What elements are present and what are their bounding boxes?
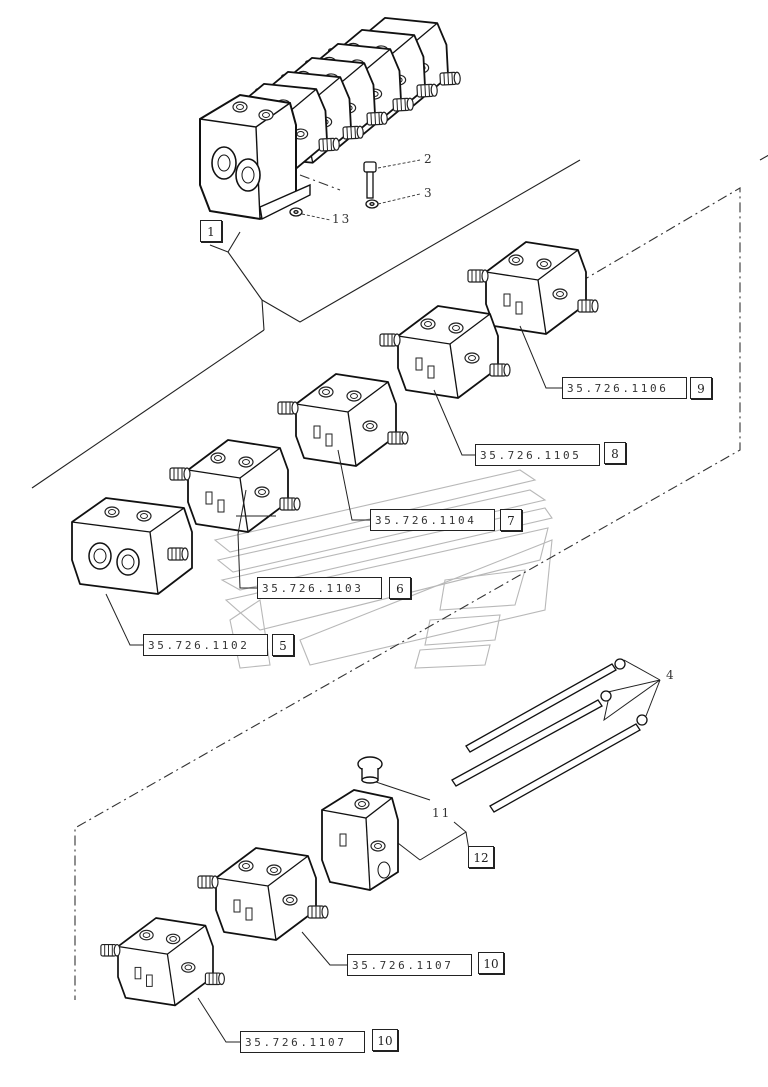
reference-code-9[interactable]: 35.726.1106 (562, 377, 687, 399)
valve-section-8 (380, 306, 510, 398)
reference-index-10-lower: 10 (372, 1029, 398, 1051)
callout-13: 13 (332, 212, 352, 226)
callout-11: 11 (432, 806, 452, 820)
reference-code-7[interactable]: 35.726.1104 (370, 509, 495, 531)
reference-code-10-lower[interactable]: 35.726.1107 (240, 1031, 365, 1053)
reference-code-6[interactable]: 35.726.1103 (257, 577, 382, 599)
dash-lines (74, 174, 741, 1000)
reference-leaders (105, 325, 661, 1043)
reference-index-6: 6 (389, 577, 411, 599)
valve-section-10-upper (198, 848, 328, 940)
reference-index-9: 9 (690, 377, 712, 399)
reference-code-5[interactable]: 35.726.1102 (143, 634, 268, 656)
inlet-block-5 (72, 498, 192, 594)
partition-lines (31, 154, 768, 489)
plug-11 (357, 756, 383, 784)
bolt-and-washers (289, 161, 379, 217)
callout-1-box: 1 (200, 220, 222, 242)
assembled-valve-stack (199, 14, 462, 221)
valve-section-10-lower (101, 918, 225, 1005)
callout-3: 3 (424, 186, 434, 200)
reference-index-5: 5 (272, 634, 294, 656)
outlet-section-12 (321, 789, 399, 891)
callout-2: 2 (424, 152, 434, 166)
reference-code-8[interactable]: 35.726.1105 (475, 444, 600, 466)
callout-4: 4 (666, 668, 676, 682)
reference-index-7: 7 (500, 509, 522, 531)
reference-index-8: 8 (604, 442, 626, 464)
leader-lines (301, 159, 421, 221)
valve-section-7 (278, 374, 408, 466)
tie-rods (451, 658, 648, 813)
reference-code-10-upper[interactable]: 35.726.1107 (347, 954, 472, 976)
callout-12-box: 12 (468, 846, 494, 868)
reference-index-10-upper: 10 (478, 952, 504, 974)
valve-section-6 (170, 440, 300, 532)
